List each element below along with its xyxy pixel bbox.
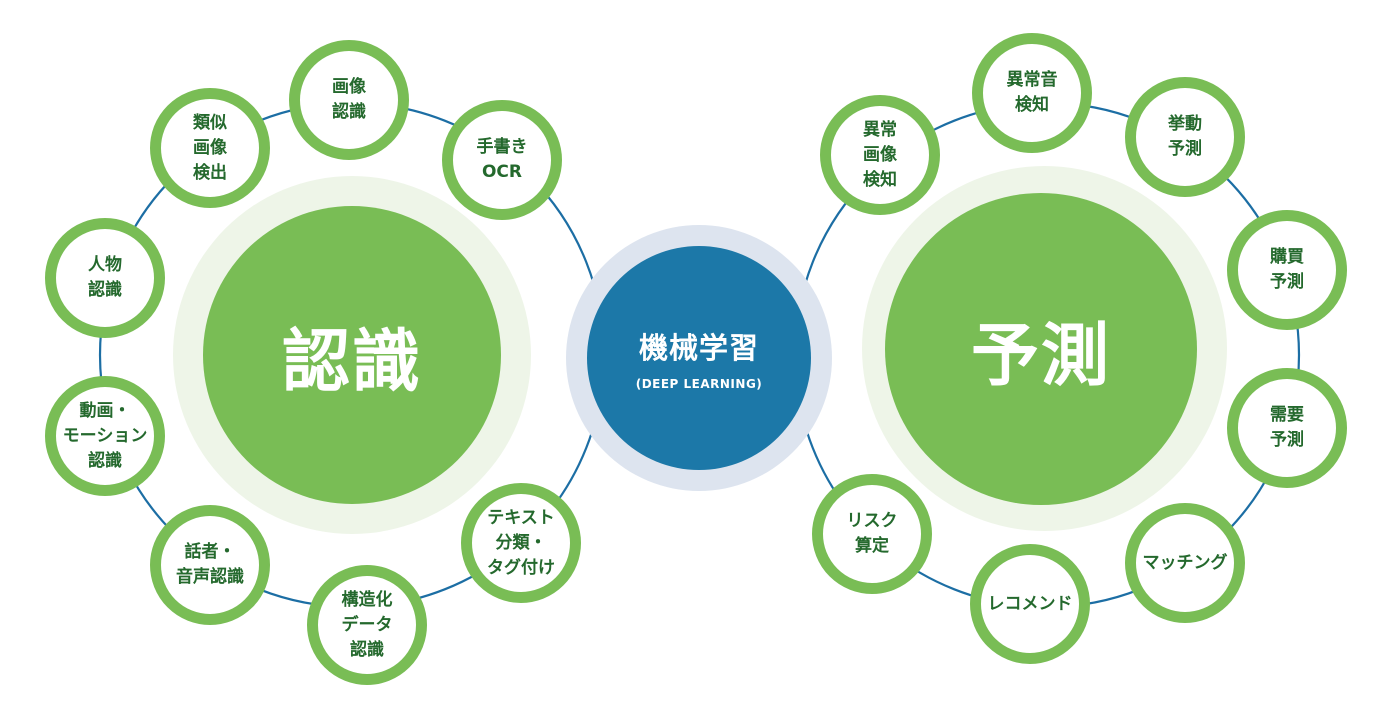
machine-learning-subtitle: (DEEP LEARNING) <box>635 377 763 391</box>
machine-learning-circle: 機械学習 (DEEP LEARNING) <box>587 246 811 470</box>
node-person-recognition: 人物 認識 <box>45 218 165 338</box>
node-speaker-voice-recognition: 話者・ 音声認識 <box>150 505 270 625</box>
node-video-motion-recognition: 動画・ モーション 認識 <box>45 376 165 496</box>
machine-learning-title: 機械学習 <box>638 331 759 365</box>
node-text-classification-tagging: テキスト 分類・ タグ付け <box>461 483 581 603</box>
recognition-title: 認識 <box>281 322 422 402</box>
node-image-recognition: 画像 認識 <box>289 40 409 160</box>
node-risk-assessment: リスク 算定 <box>812 474 932 594</box>
node-similar-image-detection: 類似 画像 検出 <box>150 88 270 208</box>
node-structured-data-recognition: 構造化 データ 認識 <box>307 565 427 685</box>
node-abnormal-image-detection: 異常 画像 検知 <box>820 95 940 215</box>
node-matching: マッチング <box>1125 503 1245 623</box>
node-demand-prediction: 需要 予測 <box>1227 368 1347 488</box>
recognition-circle: 認識 <box>203 206 501 504</box>
node-abnormal-sound-detection: 異常音 検知 <box>972 33 1092 153</box>
node-behavior-prediction: 挙動 予測 <box>1125 77 1245 197</box>
node-recommendation: レコメンド <box>970 544 1090 664</box>
prediction-title: 予測 <box>970 316 1111 396</box>
node-handwriting-ocr: 手書き OCR <box>442 100 562 220</box>
prediction-circle: 予測 <box>885 193 1197 505</box>
node-purchase-prediction: 購買 予測 <box>1227 210 1347 330</box>
